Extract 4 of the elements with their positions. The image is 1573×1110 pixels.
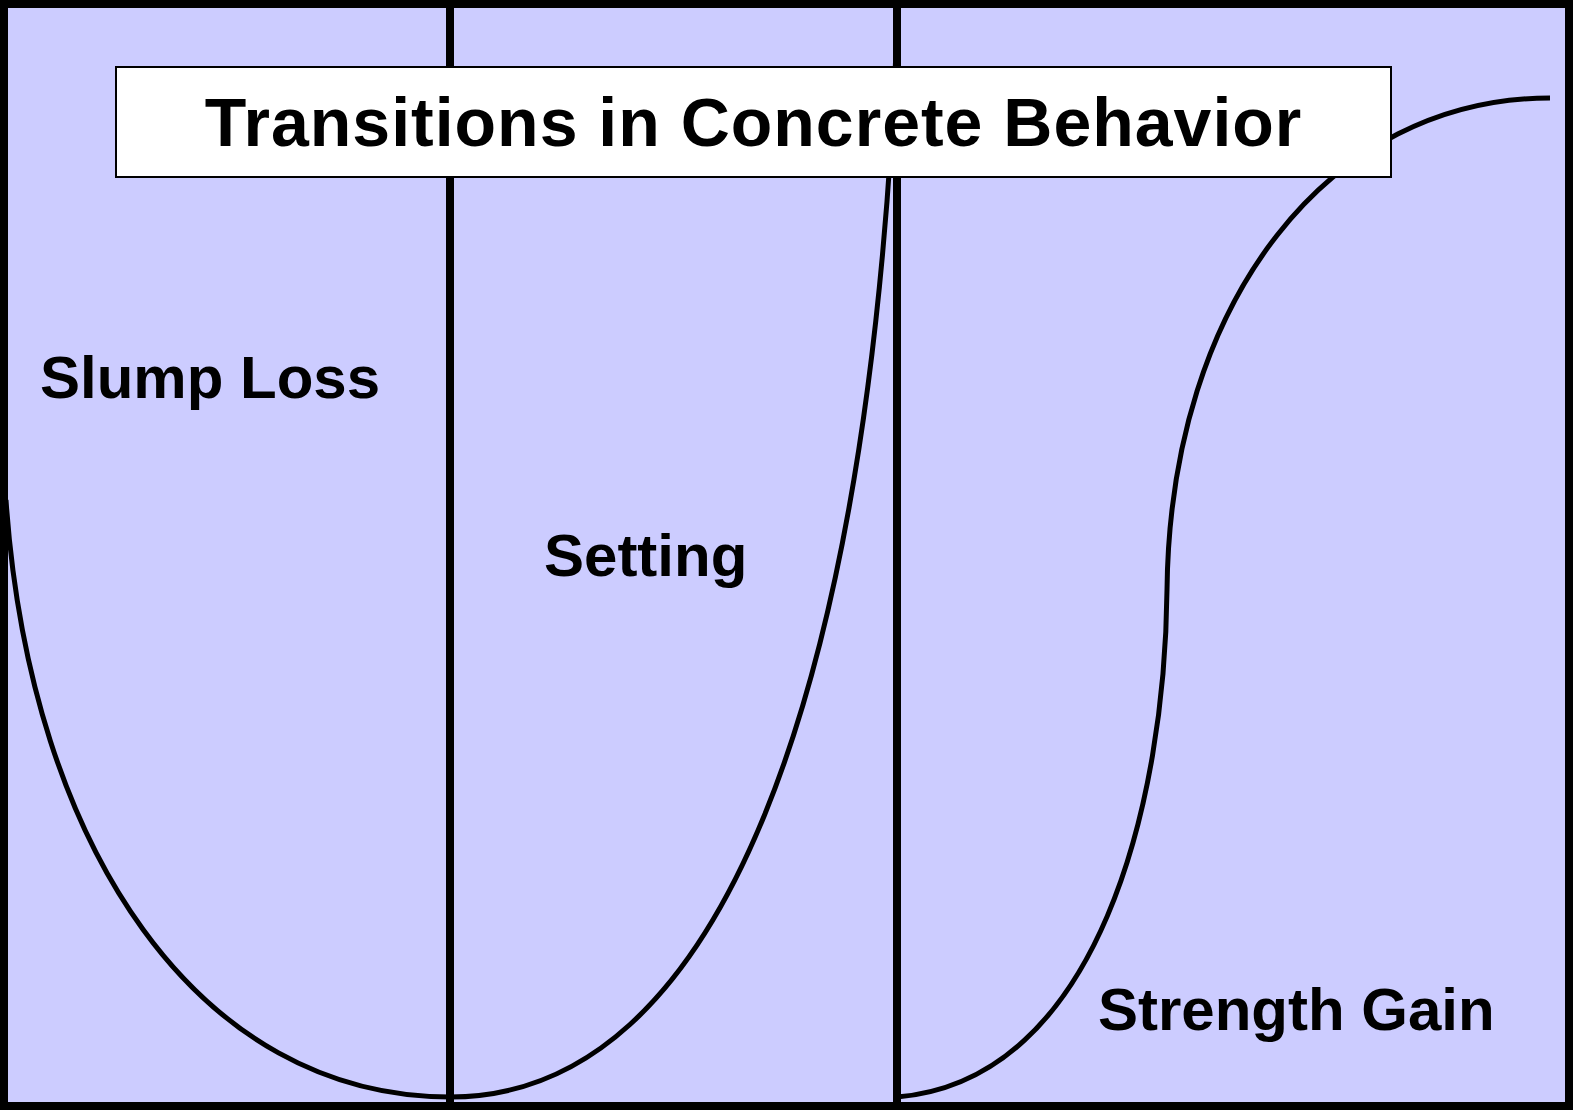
title: Transitions in Concrete Behavior <box>115 66 1392 178</box>
stage-label: Slump Loss <box>40 348 381 408</box>
stage-label: Strength Gain <box>1098 980 1495 1040</box>
stage-label: Setting <box>544 526 748 586</box>
